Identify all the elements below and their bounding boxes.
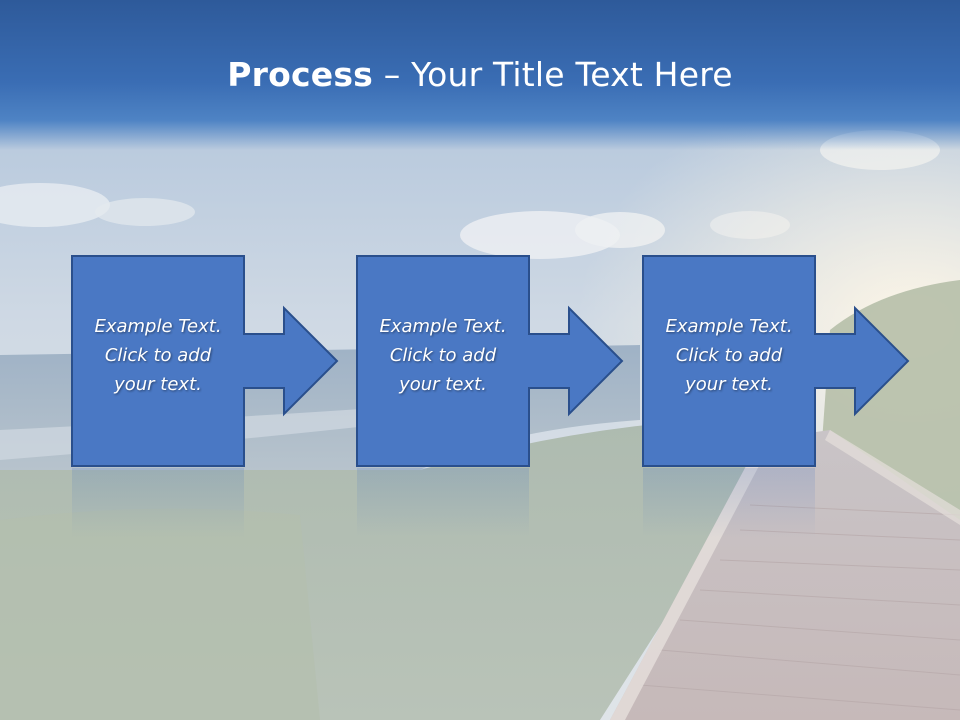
step-text-line: your text. — [685, 374, 773, 395]
right-arrow-icon — [71, 255, 339, 467]
step-text[interactable]: Example Text. Click to add your text. — [643, 312, 815, 399]
title-rest: – Your Title Text Here — [373, 55, 733, 94]
title-band — [0, 0, 960, 150]
step-text-line: Example Text. — [379, 316, 507, 337]
step-text[interactable]: Example Text. Click to add your text. — [72, 312, 244, 399]
step-text-line: Example Text. — [665, 316, 793, 337]
step-reflection — [72, 468, 244, 538]
step-text-line: Click to add — [104, 345, 212, 366]
slide-title[interactable]: Process – Your Title Text Here — [0, 55, 960, 95]
right-arrow-icon — [642, 255, 910, 467]
title-bold: Process — [227, 55, 374, 94]
step-text-line: your text. — [399, 374, 487, 395]
process-step-3[interactable]: Example Text. Click to add your text. — [642, 255, 960, 468]
step-text-line: your text. — [114, 374, 202, 395]
step-text[interactable]: Example Text. Click to add your text. — [357, 312, 529, 399]
step-reflection — [643, 468, 815, 538]
right-arrow-icon — [356, 255, 624, 467]
process-step-2[interactable]: Example Text. Click to add your text. — [356, 255, 697, 468]
step-text-line: Example Text. — [94, 316, 222, 337]
process-step-1[interactable]: Example Text. Click to add your text. — [71, 255, 412, 468]
step-text-line: Click to add — [675, 345, 783, 366]
step-reflection — [357, 468, 529, 538]
step-text-line: Click to add — [389, 345, 497, 366]
